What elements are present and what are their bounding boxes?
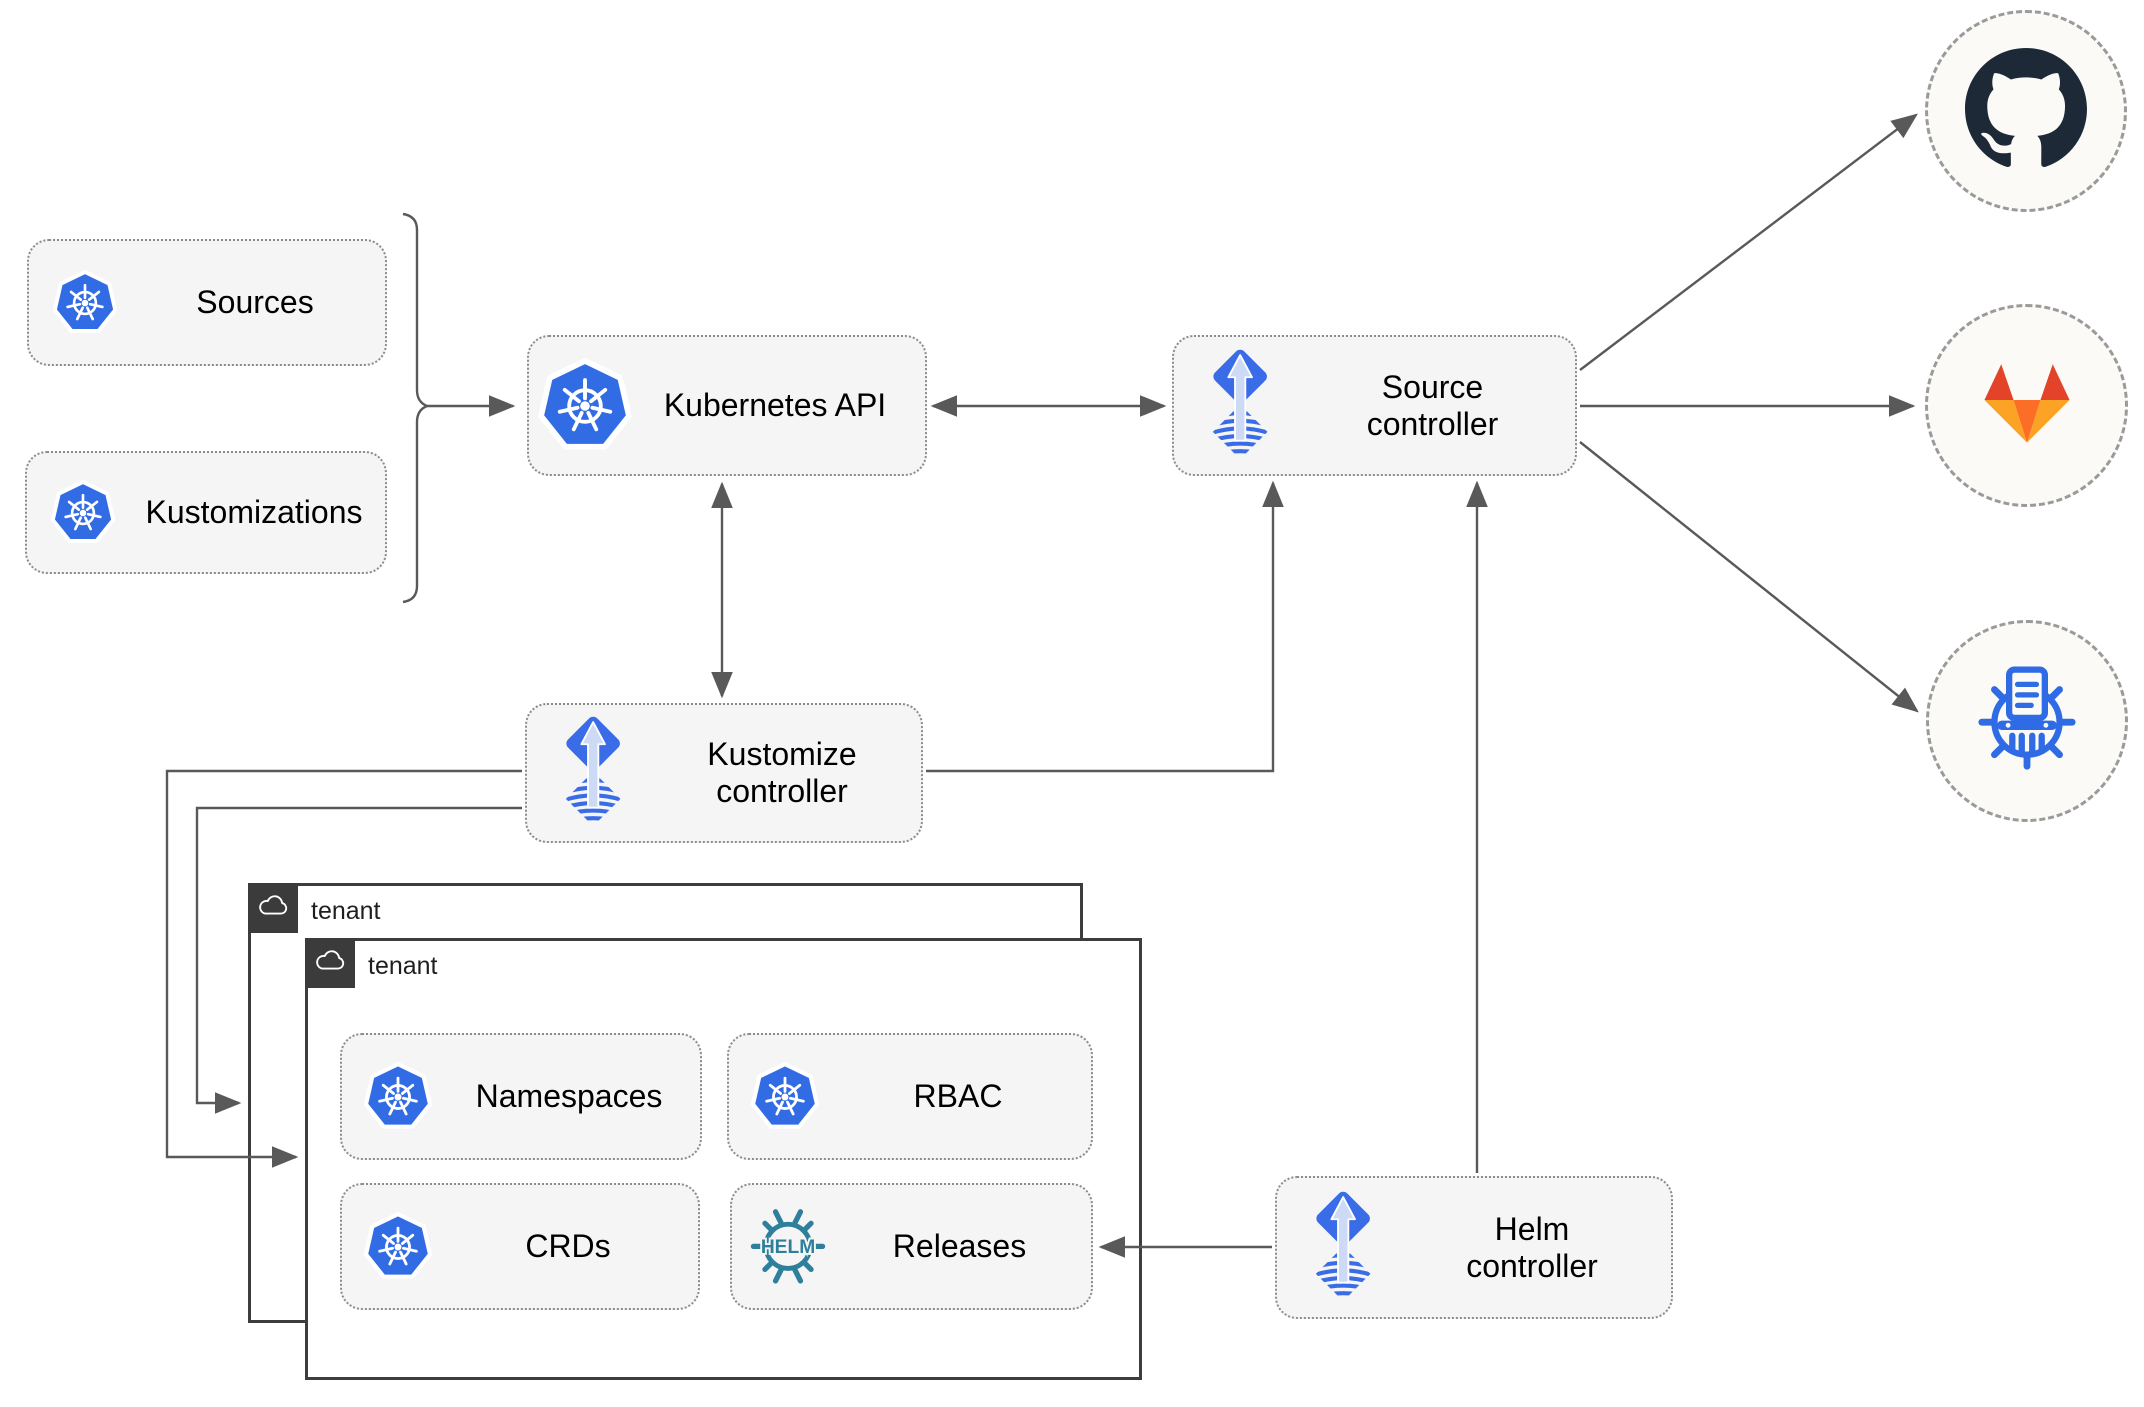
node-rbac[interactable]: RBAC	[727, 1033, 1093, 1160]
node-sources[interactable]: Sources	[27, 239, 387, 366]
helm-icon: HELM	[732, 1207, 844, 1287]
node-kubernetes-api[interactable]: Kubernetes API	[527, 335, 927, 476]
node-releases-label: Releases	[892, 1228, 1027, 1265]
node-sources-label: Sources	[196, 284, 314, 321]
kubernetes-icon	[342, 1061, 454, 1132]
node-rbac-label: RBAC	[913, 1078, 1003, 1115]
external-helm-repository[interactable]	[1926, 620, 2128, 822]
node-namespaces[interactable]: Namespaces	[340, 1033, 702, 1160]
group-outer-tenant-label: tenant	[311, 897, 381, 925]
svg-text:HELM: HELM	[761, 1237, 815, 1258]
node-releases[interactable]: HELM Releases	[730, 1183, 1093, 1310]
edge-sourcectrl-github	[1579, 113, 1918, 371]
edge-kustomizectrl-sourcectrl	[926, 480, 1284, 773]
node-namespaces-label: Namespaces	[475, 1078, 663, 1115]
node-kubernetes-api-label: Kubernetes API	[663, 387, 887, 424]
node-crds[interactable]: CRDs	[340, 1183, 700, 1310]
cloud-icon	[305, 938, 355, 988]
kubernetes-icon	[342, 1211, 454, 1282]
gitlab-icon	[1971, 353, 2083, 459]
external-gitlab[interactable]	[1925, 304, 2128, 507]
helm-repository-icon	[1964, 656, 2090, 787]
brace-connector	[402, 212, 431, 604]
kubernetes-icon	[27, 479, 139, 546]
flux-icon	[527, 714, 659, 832]
edge-sourcectrl-helmrepo	[1579, 441, 1919, 713]
group-inner-tenant-label: tenant	[368, 952, 438, 980]
flux-icon	[1174, 347, 1306, 465]
flux-icon	[1277, 1189, 1409, 1307]
kubernetes-icon	[529, 357, 641, 454]
cloud-icon	[248, 883, 298, 933]
kubernetes-icon	[29, 269, 141, 336]
node-kustomizations[interactable]: Kustomizations	[25, 451, 387, 574]
node-kustomizations-label: Kustomizations	[145, 494, 363, 531]
external-github[interactable]	[1925, 10, 2127, 212]
github-icon	[1965, 47, 2087, 175]
kubernetes-icon	[729, 1061, 841, 1132]
node-crds-label: CRDs	[525, 1228, 611, 1265]
group-inner-tenant[interactable]: tenant Namespaces RBAC CRDs	[305, 938, 1142, 1380]
